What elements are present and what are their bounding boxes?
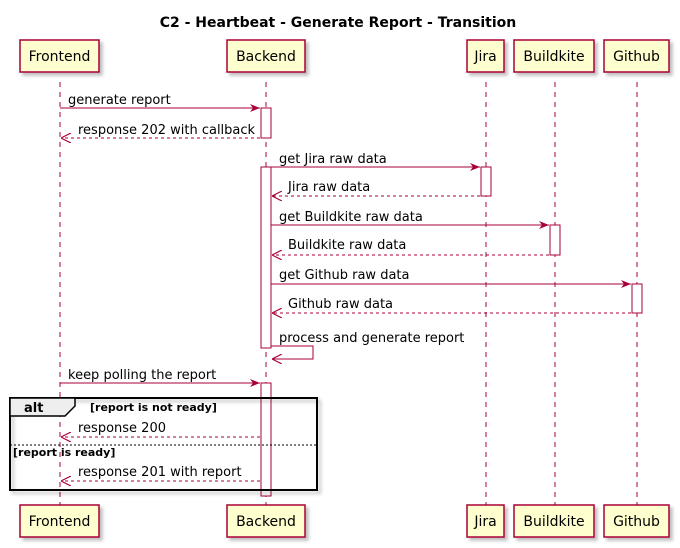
activation-backend-3: [260, 382, 272, 497]
participant-frontend-bottom-label: Frontend: [29, 514, 91, 530]
participant-github-label: Github: [613, 49, 660, 65]
participant-backend-label: Backend: [236, 49, 296, 65]
message-process: process and generate report: [279, 331, 464, 346]
activation-backend-1: [260, 107, 272, 139]
alt-fragment-tab: [9, 397, 76, 417]
message-response-200: response 200: [78, 421, 166, 436]
participant-backend-bottom-label: Backend: [236, 514, 296, 530]
activation-jira: [480, 166, 492, 197]
participant-buildkite-bottom-label: Buildkite: [523, 514, 584, 530]
participant-jira-bottom: Jira: [466, 504, 505, 538]
lifelines: [59, 82, 638, 505]
message-buildkite-raw: Buildkite raw data: [288, 238, 406, 253]
alt-fragment: alt [report is not ready] [report is rea…: [9, 397, 318, 491]
participant-github-bottom-label: Github: [613, 514, 660, 530]
message-get-buildkite: get Buildkite raw data: [279, 210, 423, 225]
participant-backend: Backend: [226, 39, 306, 73]
participant-buildkite-bottom: Buildkite: [513, 504, 595, 538]
arrow-process-self: [271, 345, 314, 359]
participant-frontend-label: Frontend: [29, 49, 91, 65]
participants-top: Frontend Backend Jira Buildkite Github: [19, 39, 670, 73]
alt-fragment-frame: [9, 397, 318, 491]
message-github-raw: Github raw data: [288, 297, 393, 312]
participant-github: Github: [603, 39, 670, 73]
message-get-github: get Github raw data: [279, 268, 409, 283]
message-response-201: response 201 with report: [78, 465, 242, 480]
alt-guard-1: [report is not ready]: [90, 401, 217, 414]
participant-jira-label: Jira: [473, 49, 496, 65]
message-generate-report: generate report: [68, 93, 171, 108]
message-keep-polling: keep polling the report: [68, 368, 216, 383]
activation-buildkite: [549, 224, 561, 256]
alt-keyword: alt: [24, 401, 43, 416]
participant-jira: Jira: [466, 39, 505, 73]
participants-bottom: Frontend Backend Jira Buildkite Github: [19, 504, 670, 538]
participant-buildkite: Buildkite: [513, 39, 595, 73]
message-jira-raw: Jira raw data: [287, 180, 370, 195]
message-get-jira: get Jira raw data: [279, 152, 387, 167]
message-response-202: response 202 with callback: [78, 123, 256, 138]
diagram-title: C2 - Heartbeat - Generate Report - Trans…: [160, 15, 517, 31]
participant-frontend: Frontend: [19, 39, 100, 73]
participant-github-bottom: Github: [603, 504, 670, 538]
participant-jira-bottom-label: Jira: [473, 514, 496, 530]
participant-backend-bottom: Backend: [226, 504, 306, 538]
activation-backend-2: [260, 166, 272, 349]
messages: generate report response 202 with callba…: [60, 93, 631, 481]
activation-github: [631, 283, 643, 314]
activations: [260, 107, 643, 497]
alt-guard-2: [report is ready]: [13, 446, 115, 459]
participant-frontend-bottom: Frontend: [19, 504, 100, 538]
participant-buildkite-label: Buildkite: [523, 49, 584, 65]
